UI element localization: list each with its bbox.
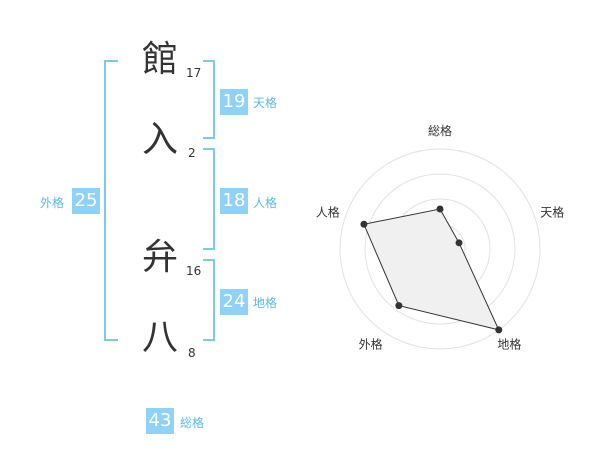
- radar-point: [360, 220, 368, 228]
- radar-point: [395, 302, 403, 310]
- chikaku-value: 24: [220, 289, 248, 315]
- radar-point: [436, 205, 444, 213]
- radar-axis-label: 天格: [540, 205, 564, 220]
- stroke-count-1: 17: [186, 66, 202, 80]
- chikaku-label: 地格: [253, 296, 278, 310]
- name-char-4: 八: [141, 317, 178, 358]
- radar-point: [455, 239, 463, 247]
- jinkaku-label: 人格: [253, 196, 278, 210]
- gaikaku-bracket: [104, 60, 118, 341]
- name-char-2: 入: [141, 119, 178, 160]
- name-char-1: 館: [141, 39, 178, 80]
- radar-axis-label: 地格: [497, 336, 521, 351]
- jinkaku-value: 18: [220, 188, 248, 214]
- radar-point: [495, 326, 503, 334]
- chikaku-bracket: [203, 259, 215, 341]
- radar-grid-ring: [339, 148, 541, 350]
- stroke-count-4: 8: [188, 346, 196, 360]
- radar-axis-label: 総格: [428, 123, 452, 138]
- tenkaku-bracket: [203, 60, 215, 139]
- radar-area: [363, 208, 500, 331]
- radar-axis-label: 人格: [316, 205, 340, 220]
- gaikaku-value: 25: [72, 188, 100, 214]
- name-char-3: 弁: [141, 237, 178, 278]
- radar-axis-label: 外格: [359, 336, 383, 351]
- stroke-count-2: 2: [188, 146, 196, 160]
- tenkaku-label: 天格: [253, 96, 278, 110]
- jinkaku-bracket: [203, 148, 215, 250]
- soukaku-value: 43: [146, 408, 174, 434]
- tenkaku-value: 19: [220, 89, 248, 115]
- stroke-count-3: 16: [186, 264, 202, 278]
- soukaku-label: 総格: [180, 416, 205, 430]
- radar-grid-ring: [364, 173, 516, 325]
- gaikaku-label: 外格: [40, 196, 65, 210]
